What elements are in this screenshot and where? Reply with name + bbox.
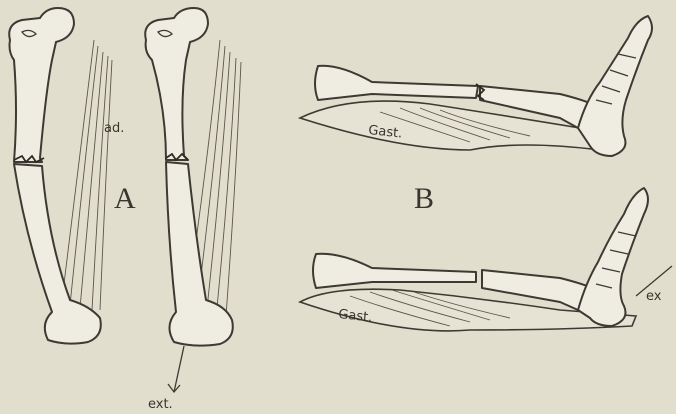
adductor-label: ad.	[104, 121, 124, 136]
femur-right-upper-fragment	[145, 8, 208, 160]
femur-left-lower-fragment	[14, 164, 101, 344]
tibia-bottom-proximal	[313, 254, 476, 288]
extensor-label-b: ex	[646, 289, 662, 304]
extensor-arrow-a	[174, 346, 184, 392]
femur-left	[9, 8, 101, 344]
foot-bottom	[578, 188, 648, 326]
femur-right-lower-fragment	[166, 162, 233, 346]
gastrocnemius-label-bottom: Gast.	[338, 307, 373, 325]
extensor-label-a: ext.	[148, 397, 173, 412]
tibia-top-proximal	[315, 66, 478, 100]
panel-b-label: B	[414, 182, 434, 215]
femur-left-upper-fragment	[9, 8, 74, 162]
leg-top	[300, 16, 652, 156]
panel-a-label: A	[114, 182, 136, 215]
foot-top	[578, 16, 652, 156]
adductor-muscle-left	[62, 40, 112, 310]
